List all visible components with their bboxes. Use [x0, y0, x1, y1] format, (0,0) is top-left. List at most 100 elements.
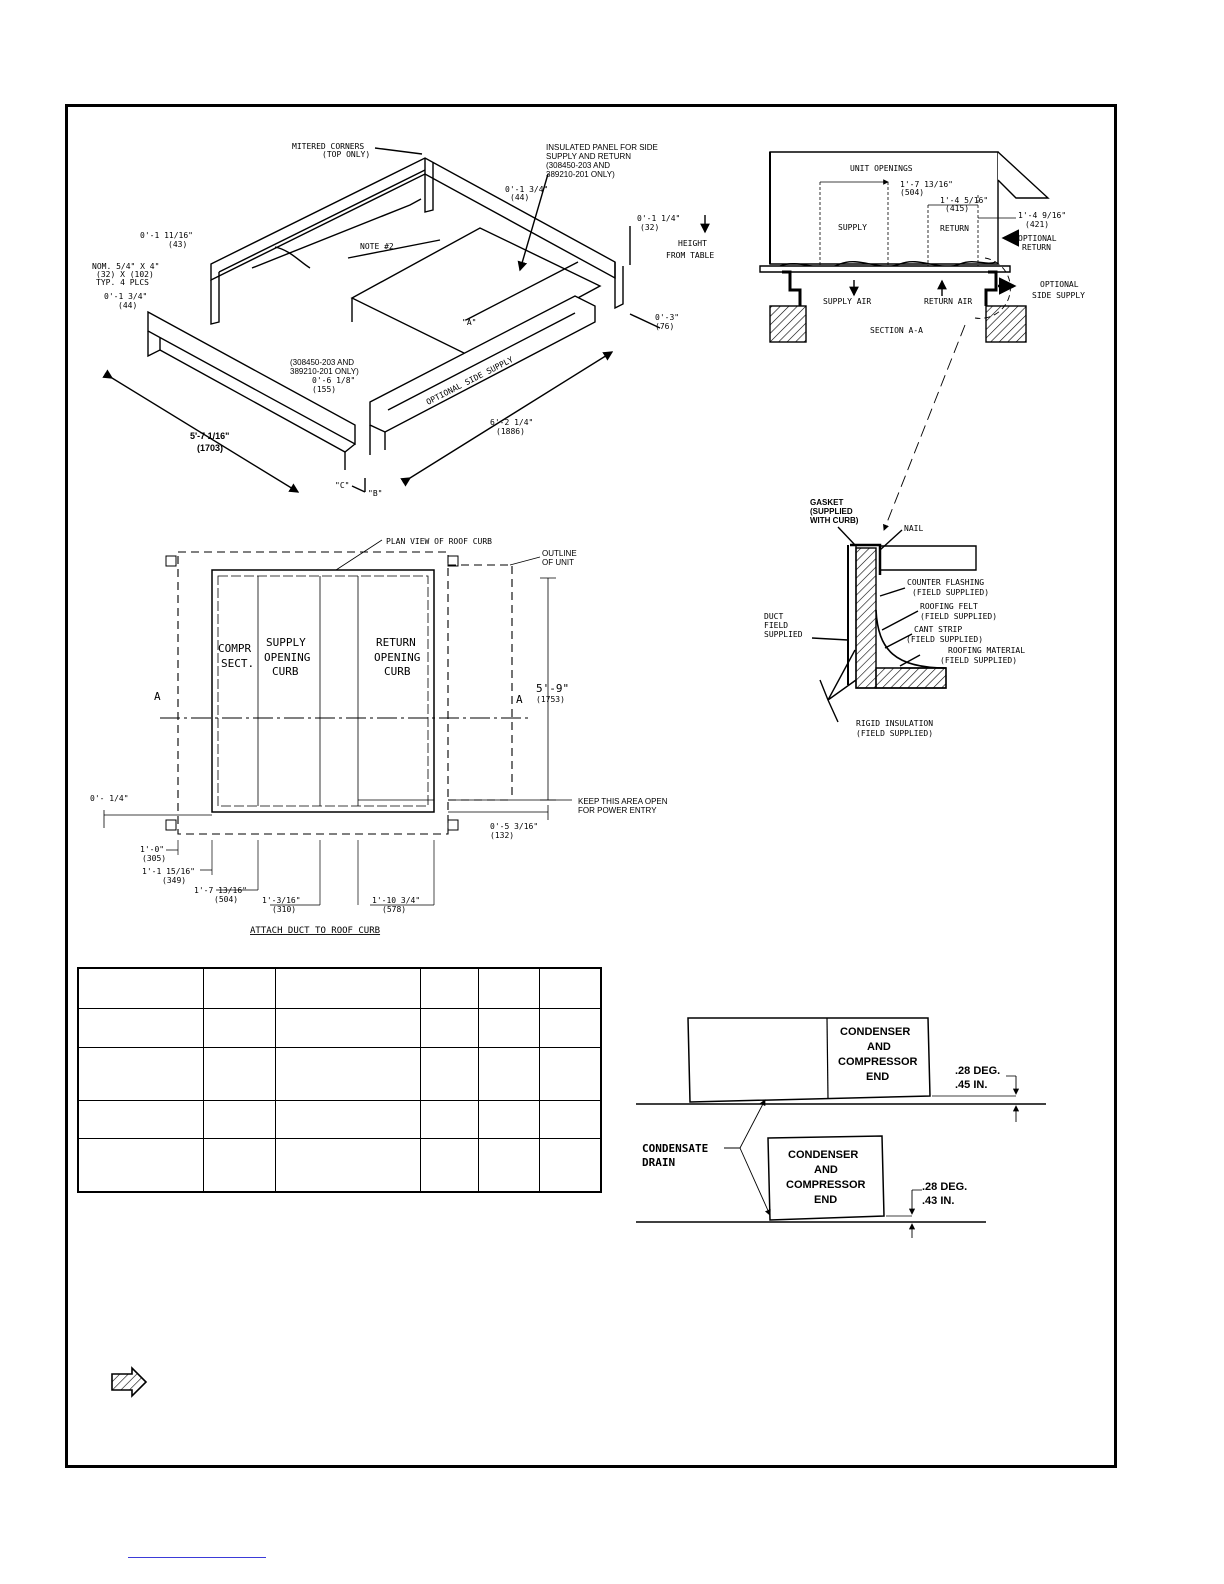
table-cell	[203, 1007, 276, 1048]
table-cell	[538, 1099, 602, 1139]
dim-5-3-16: 0'-5 3/16"	[490, 822, 538, 831]
table-cell	[274, 967, 422, 1009]
label-rigid-insulation-2: (FIELD SUPPLIED)	[856, 729, 933, 738]
label-supply-2: OPENING	[264, 651, 310, 664]
dim-5-9: 5'-9"	[536, 682, 569, 695]
slope-top-box-2: AND	[867, 1041, 891, 1053]
slope-labels: CONDENSER AND COMPRESSOR END .28 DEG. .4…	[642, 1026, 1000, 1207]
label-b: "B"	[368, 489, 382, 498]
table-cell	[477, 1137, 540, 1193]
label-insulated-panel-1: INSULATED PANEL FOR SIDE	[546, 143, 658, 152]
label-roofing-material-1: ROOFING MATERIAL	[948, 646, 1025, 655]
label-nom-2: (32) X (102)	[96, 270, 154, 279]
label-supply-1: SUPPLY	[266, 636, 306, 649]
table-row	[77, 1137, 602, 1193]
dim-1-11-16: 0'-1 11/16"	[140, 231, 193, 240]
dim-310: (310)	[272, 905, 296, 914]
table-row	[77, 967, 602, 1009]
label-ref-203-1: (308450-203 AND	[290, 358, 354, 367]
dim-43: (43)	[168, 240, 187, 249]
label-mitered-corners: MITERED CORNERS	[292, 142, 364, 151]
label-counter-flashing-1: COUNTER FLASHING	[907, 578, 984, 587]
label-gasket-1: GASKET	[810, 498, 843, 507]
label-plan-view: PLAN VIEW OF ROOF CURB	[386, 537, 492, 546]
label-supply: SUPPLY	[838, 223, 867, 232]
slope-bottom-box-1: CONDENSER	[788, 1149, 858, 1161]
label-insulated-panel-4: 389210-201 ONLY)	[546, 170, 615, 179]
label-unit-openings: UNIT OPENINGS	[850, 164, 913, 173]
slope-bottom-box-2: AND	[814, 1164, 838, 1176]
dim-5-7: 5'-7 1/16"	[190, 431, 229, 441]
footer-link-underline[interactable]	[128, 1557, 266, 1558]
label-roofing-felt-1: ROOFING FELT	[920, 602, 978, 611]
label-duct-1: DUCT	[764, 612, 783, 621]
table-row	[77, 1099, 602, 1139]
table-cell	[420, 1007, 479, 1048]
table-cell	[203, 1046, 276, 1101]
label-c: "C"	[335, 481, 349, 490]
dim-1753: (1753)	[536, 695, 565, 704]
label-duct-3: SUPPLIED	[764, 630, 803, 639]
table-cell	[274, 1099, 422, 1139]
flashing-labels: GASKET (SUPPLIED WITH CURB) NAIL COUNTER…	[764, 498, 1025, 738]
label-keep-open-2: FOR POWER ENTRY	[578, 806, 657, 815]
table-cell	[274, 1137, 422, 1193]
dim-415: (415)	[945, 204, 969, 213]
dim-44-left: (44)	[118, 301, 137, 310]
label-insulated-panel-2: SUPPLY AND RETURN	[546, 152, 631, 161]
label-nom-3: TYP. 4 PLCS	[96, 278, 149, 287]
dim-1-3-4-top: 0'-1 3/4"	[505, 185, 548, 194]
dim-1-4-plan: 0'- 1/4"	[90, 794, 129, 803]
label-cant-strip-1: CANT STRIP	[914, 625, 962, 634]
table-cell	[538, 967, 602, 1009]
label-compr-1: COMPR	[218, 642, 251, 655]
plan-view-labels: PLAN VIEW OF ROOF CURB OUTLINE OF UNIT C…	[90, 537, 668, 936]
label-condensate-1: CONDENSATE	[642, 1142, 708, 1155]
label-section-aa: SECTION A-A	[870, 326, 923, 335]
label-keep-open-1: KEEP THIS AREA OPEN	[578, 797, 668, 806]
table-cell	[538, 1007, 602, 1048]
label-return: RETURN	[940, 224, 969, 233]
dim-1-0: 1'-0"	[140, 845, 164, 854]
slope-diagrams	[636, 1017, 1046, 1238]
dim-44-top: (44)	[510, 193, 529, 202]
label-optional-side-supply-2: SIDE SUPPLY	[1032, 291, 1085, 300]
label-duct-2: FIELD	[764, 621, 788, 630]
roof-curb-labels: MITERED CORNERS (TOP ONLY) INSULATED PAN…	[92, 142, 714, 498]
table-cell	[420, 1099, 479, 1139]
label-optional-side-supply-1: OPTIONAL	[1040, 280, 1079, 289]
label-a-left: A	[154, 690, 161, 703]
dim-1-4-9: 1'-4 9/16"	[1018, 211, 1066, 220]
label-optional-return-1: OPTIONAL	[1018, 234, 1057, 243]
dim-32: (32)	[640, 223, 659, 232]
page-frame	[65, 104, 1117, 1468]
table-cell	[420, 1137, 479, 1193]
table-cell	[77, 1137, 205, 1193]
slope-top-box-1: CONDENSER	[840, 1026, 910, 1038]
dim-132: (132)	[490, 831, 514, 840]
dim-155: (155)	[312, 385, 336, 394]
label-top-only: (TOP ONLY)	[322, 150, 370, 159]
slope-top-deg: .28 DEG.	[955, 1065, 1000, 1077]
label-a: "A"	[462, 318, 476, 327]
table-cell	[274, 1046, 422, 1101]
slope-bottom-box-4: END	[814, 1194, 837, 1206]
specification-table	[77, 967, 602, 1193]
dim-6-1-8: 0'-6 1/8"	[312, 376, 355, 385]
label-optional-return-2: RETURN	[1022, 243, 1051, 252]
table-cell	[203, 967, 276, 1009]
caption-attach-duct: ATTACH DUCT TO ROOF CURB	[250, 926, 380, 936]
label-return-1: RETURN	[376, 636, 416, 649]
arrow-right-icon	[111, 1366, 148, 1398]
dim-305: (305)	[142, 854, 166, 863]
label-roofing-material-2: (FIELD SUPPLIED)	[940, 656, 1017, 665]
table-cell	[538, 1137, 602, 1193]
table-cell	[274, 1007, 422, 1048]
table-cell	[538, 1046, 602, 1101]
roof-curb-isometric	[102, 147, 710, 493]
label-outline-1: OUTLINE	[542, 549, 577, 558]
label-return-2: OPENING	[374, 651, 420, 664]
label-compr-2: SECT.	[221, 657, 254, 670]
dim-1-7-504-top: 1'-7 13/16"	[900, 180, 953, 189]
